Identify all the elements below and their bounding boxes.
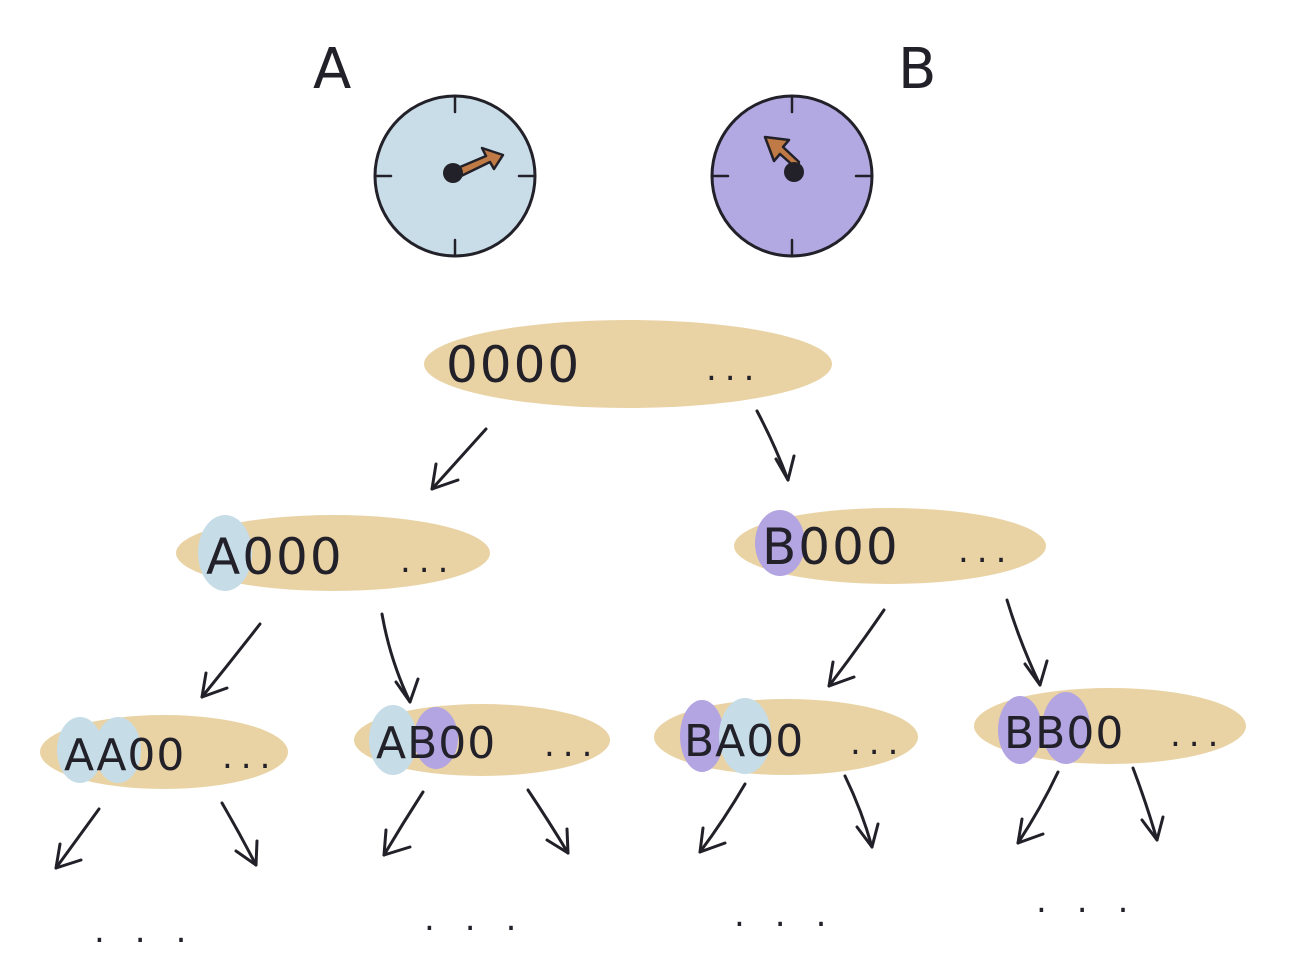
clock-b <box>710 94 874 258</box>
node-BA00-chars: BA00 <box>684 716 804 767</box>
highlight-b <box>755 510 805 576</box>
node-A000-ellipsis: ... <box>400 541 456 581</box>
arrow-B000-right <box>1005 598 1049 687</box>
highlight-a <box>198 515 252 591</box>
arrow-AB00-right <box>526 788 570 855</box>
node-AA00-chars: AA00 <box>64 730 185 781</box>
clock-a <box>373 94 537 258</box>
continuation-BA00: ... <box>734 895 856 935</box>
node-root-chars: 0000 <box>446 336 581 394</box>
orange-arrow-needle-icon <box>443 146 505 183</box>
tree-node-A000: A000 ... <box>176 515 490 591</box>
tree-node-root: 0000 ... <box>424 320 832 408</box>
continuation-AA00: ... <box>94 911 216 951</box>
clock-b-label: B <box>898 37 936 102</box>
arrow-BB00-right <box>1131 766 1165 842</box>
node-A000-chars: A000 <box>206 528 344 586</box>
arrow-AB00-left <box>382 790 425 857</box>
node-BB00-ellipsis: ... <box>1170 715 1226 755</box>
node-B000-chars: B000 <box>762 518 900 576</box>
arrow-A000-right <box>380 612 420 704</box>
arrow-A000-left <box>200 622 262 699</box>
arrow-AA00-left <box>54 807 101 870</box>
tree-node-BB00: BB00 ... <box>974 688 1246 764</box>
continuation-BB00: ... <box>1036 881 1158 921</box>
arrow-BB00-left <box>1016 770 1060 845</box>
node-AB00-chars: AB00 <box>376 718 496 769</box>
highlight-a <box>369 705 417 775</box>
arrow-root-right <box>755 409 796 482</box>
node-root-ellipsis: ... <box>706 349 762 389</box>
clock-a-label: A <box>313 37 351 102</box>
highlight-a <box>57 717 103 783</box>
node-BA00-ellipsis: ... <box>850 723 906 763</box>
arrow-root-left <box>430 427 488 491</box>
arrow-AA00-right <box>220 801 259 867</box>
highlight-b <box>680 700 724 772</box>
arrow-BA00-left <box>698 782 747 854</box>
node-AA00-ellipsis: ... <box>222 737 278 777</box>
continuation-AB00: ... <box>424 899 546 939</box>
highlight-b <box>1042 692 1090 764</box>
highlight-b <box>414 707 458 769</box>
node-BB00-chars: BB00 <box>1004 708 1124 759</box>
highlight-a <box>95 717 141 783</box>
tree-node-AA00: AA00 ... <box>40 715 288 789</box>
tree-node-BA00: BA00 ... <box>654 698 918 775</box>
node-AB00-ellipsis: ... <box>544 725 600 765</box>
arrow-B000-left <box>827 608 886 688</box>
node-B000-ellipsis: ... <box>958 531 1014 571</box>
tree-node-B000: B000 ... <box>734 508 1046 584</box>
highlight-a <box>719 698 771 774</box>
orange-arrow-needle-icon <box>763 135 804 182</box>
tree-node-AB00: AB00 ... <box>354 704 610 776</box>
arrow-BA00-right <box>843 774 880 849</box>
highlight-b <box>998 696 1042 764</box>
